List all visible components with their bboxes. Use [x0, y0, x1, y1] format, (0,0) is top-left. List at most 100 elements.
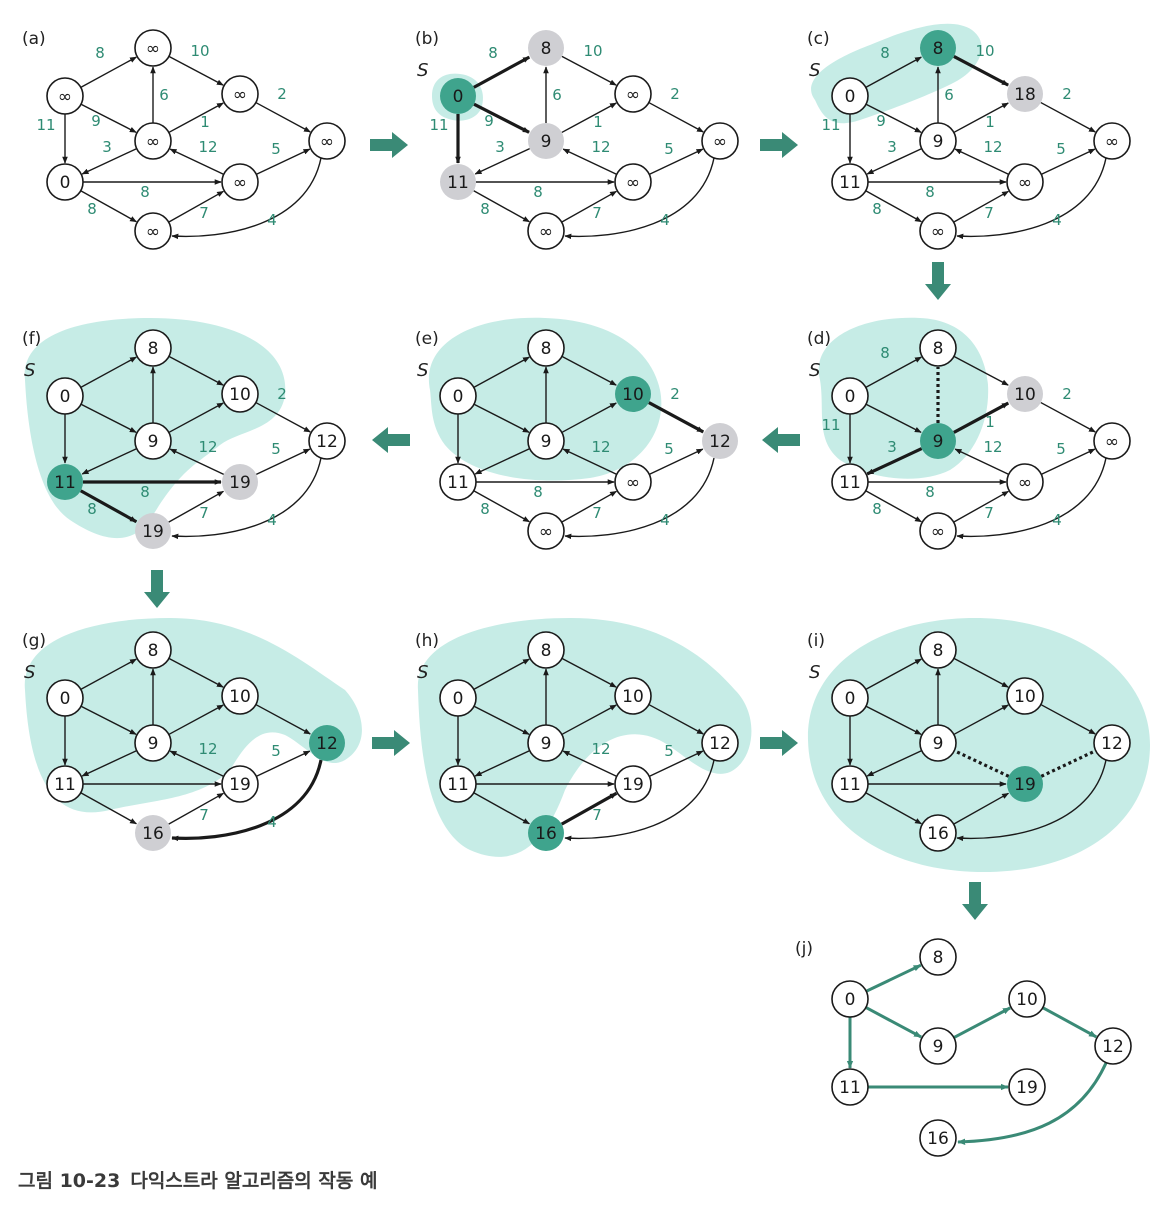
edge — [956, 759, 1107, 842]
node-value: 0 — [845, 689, 856, 709]
edge — [255, 750, 311, 777]
node-value: 8 — [933, 339, 944, 359]
node-value: 0 — [60, 173, 71, 193]
graph-node: 10 — [1007, 376, 1043, 412]
edge — [561, 657, 617, 688]
edge — [81, 147, 137, 175]
edge — [255, 148, 311, 175]
node-value: 8 — [541, 641, 552, 661]
node-value: 0 — [60, 387, 71, 407]
edge-weight: 2 — [1062, 385, 1072, 403]
node-value: ∞ — [1105, 132, 1119, 152]
node-value: 10 — [1016, 990, 1038, 1010]
edge — [648, 148, 704, 175]
edge-weight: 12 — [198, 740, 217, 758]
edge — [865, 103, 922, 133]
panel-label: (f) — [22, 329, 41, 349]
graph-node: 9 — [134, 724, 172, 762]
edge — [953, 355, 1009, 386]
graph-node: 10 — [615, 376, 651, 412]
tree-edge — [865, 963, 922, 993]
edge — [564, 759, 715, 842]
edge-weight: 8 — [95, 44, 105, 62]
edge-weight: 8 — [925, 183, 935, 201]
node-value: 11 — [447, 775, 469, 795]
node-value: 0 — [845, 387, 856, 407]
node-value: 19 — [622, 775, 644, 795]
edge — [562, 448, 618, 475]
tree-node: 19 — [1008, 1068, 1046, 1106]
edge-weight: 11 — [821, 116, 840, 134]
edge-weight: 11 — [821, 416, 840, 434]
step-arrow-c-d — [925, 262, 951, 300]
set-s-label: S — [417, 60, 428, 81]
graph-node: ∞ — [614, 75, 652, 113]
edge-weight: 4 — [267, 511, 277, 529]
graph-node: 18 — [1007, 76, 1043, 112]
edge-weight: 7 — [199, 204, 209, 222]
edge — [1040, 703, 1096, 735]
edge — [865, 190, 923, 223]
edge-weight: 5 — [664, 140, 674, 158]
graph-node: ∞ — [1093, 422, 1131, 460]
edge-weight: 4 — [267, 211, 277, 229]
edge-weight: 8 — [872, 500, 882, 518]
node-value: ∞ — [931, 222, 945, 242]
graph-node: 11 — [46, 765, 84, 803]
node-value: 19 — [229, 775, 251, 795]
edge — [866, 447, 923, 476]
edge-weight: 5 — [1056, 140, 1066, 158]
graph-node: 11 — [440, 164, 476, 200]
edge — [168, 490, 225, 523]
graph-node: ∞ — [527, 512, 565, 550]
edge — [168, 355, 224, 386]
edge-weight: 8 — [480, 200, 490, 218]
edge-weight: 8 — [533, 183, 543, 201]
tree-node: 8 — [919, 938, 957, 976]
edge — [865, 658, 922, 690]
panel-label: (a) — [22, 29, 46, 49]
edge-weight: 1 — [985, 113, 995, 131]
graph-node: 19 — [614, 765, 652, 803]
node-value: 19 — [1016, 1078, 1038, 1098]
set-s-label: S — [809, 662, 820, 683]
node-value: 16 — [142, 824, 164, 844]
node-value: 9 — [933, 132, 944, 152]
node-value: 0 — [453, 689, 464, 709]
tree-node: 0 — [831, 980, 869, 1018]
graph-node: 9 — [920, 423, 956, 459]
node-value: ∞ — [626, 473, 640, 493]
graph-node: 0 — [46, 679, 84, 717]
node-value: 10 — [622, 687, 644, 707]
graph-node: 8 — [920, 30, 956, 66]
graph-node: 12 — [701, 724, 739, 762]
edge — [255, 703, 311, 735]
graph-node: 9 — [919, 122, 957, 160]
edge — [1040, 749, 1096, 778]
edge — [473, 102, 530, 134]
graph-node: 9 — [527, 724, 565, 762]
graph-node: 16 — [528, 815, 564, 851]
graph-node: 0 — [46, 163, 84, 201]
edge — [168, 792, 225, 825]
graph-node: 16 — [135, 815, 171, 851]
node-value: 11 — [447, 173, 469, 193]
graph-node: 12 — [702, 423, 738, 459]
graph-node: ∞ — [46, 77, 84, 115]
node-value: 10 — [622, 385, 644, 405]
node-value: 0 — [60, 689, 71, 709]
node-value: 8 — [933, 948, 944, 968]
edge-weight: 2 — [670, 385, 680, 403]
step-arrow-b-c — [760, 132, 798, 158]
panel-label: (c) — [807, 29, 830, 49]
node-value: 16 — [927, 1129, 949, 1149]
graph-node: 8 — [527, 631, 565, 669]
graph-node: 8 — [134, 631, 172, 669]
graph-node: ∞ — [1006, 163, 1044, 201]
edge — [473, 705, 530, 735]
edge — [255, 401, 311, 433]
node-value: ∞ — [233, 173, 247, 193]
edge-weight: 6 — [159, 86, 169, 104]
node-value: 8 — [148, 339, 159, 359]
